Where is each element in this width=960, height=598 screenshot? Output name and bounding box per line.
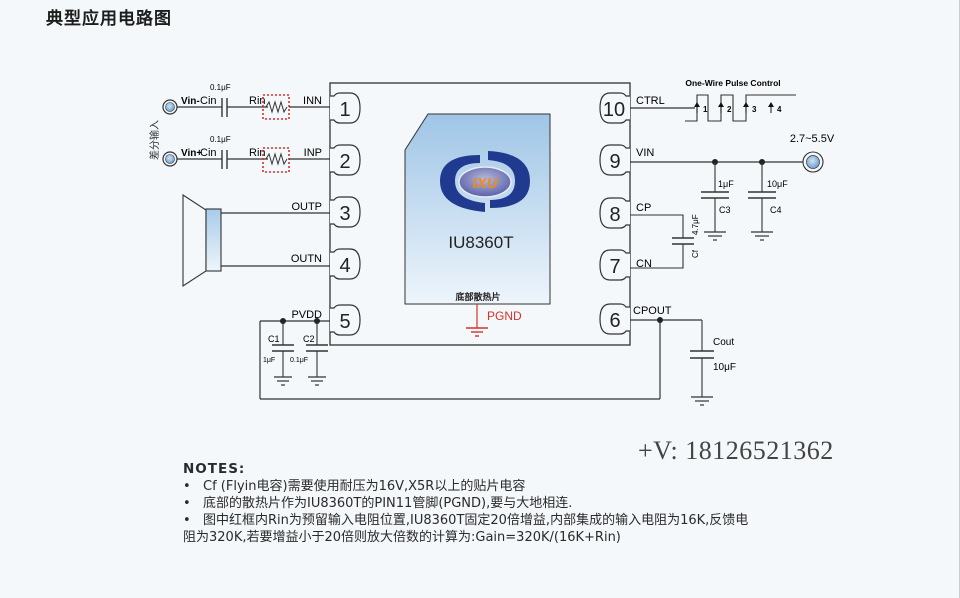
pulse-label: 2 xyxy=(727,105,732,114)
cin-value: 0.1μF xyxy=(210,135,231,144)
vin-minus-label: Vin- xyxy=(181,96,200,107)
pin-number: 6 xyxy=(609,310,620,332)
notes-section: NOTES: • Cf (Flyin电容)需要使用耐压为16V,X5R以上的贴片… xyxy=(183,461,823,546)
pin-number: 3 xyxy=(339,203,350,225)
junction-dot xyxy=(657,317,663,323)
c4-label: C4 xyxy=(770,205,782,215)
bullet-icon: • xyxy=(183,513,191,528)
pin-label-cp: CP xyxy=(636,202,651,214)
capacitor-cf xyxy=(630,214,694,269)
circuit-schematic: 1 2 3 4 5 10 9 8 7 6 INN INP OUTP OUTN P… xyxy=(148,78,835,406)
logo-text: IXU xyxy=(472,175,498,192)
pin-number: 8 xyxy=(609,204,620,226)
c1-value: 1μF xyxy=(263,357,275,364)
note-text: 底部的散热片作为IU8360T的PIN11管脚(PGND),要与大地相连. xyxy=(203,496,573,511)
c2-value: 0.1μF xyxy=(290,357,308,364)
resistor-icon xyxy=(265,152,288,166)
cin-label: Cin xyxy=(200,95,217,107)
c1-label: C1 xyxy=(268,334,280,344)
capacitor-cout xyxy=(690,320,714,406)
cf-value: 4.7μF xyxy=(691,214,700,235)
pin-number: 10 xyxy=(603,99,625,121)
capacitor-c3 xyxy=(701,162,729,241)
bullet-icon: • xyxy=(183,479,191,494)
pin-label-outp: OUTP xyxy=(291,201,322,213)
pin-number: 7 xyxy=(609,256,620,278)
ixu-logo: IXU xyxy=(440,151,530,212)
supply-jack[interactable] xyxy=(802,151,824,173)
rin-reserve-box xyxy=(262,147,290,173)
note-continuation: 阻为320K,若要增益小于20倍则放大倍数的计算为:Gain=320K/(16K… xyxy=(183,530,621,545)
pin-label-vin: VIN xyxy=(636,147,654,159)
pin-8: 8 xyxy=(599,197,630,229)
pin-number: 5 xyxy=(339,311,350,333)
c3-value: 1μF xyxy=(718,179,734,189)
capacitor-c4 xyxy=(748,162,776,241)
contact-phone: +V: 18126521362 xyxy=(638,436,834,465)
vin-plus-label: Vin+ xyxy=(181,148,202,159)
bullet-icon: • xyxy=(183,496,191,511)
cout-label: Cout xyxy=(713,337,734,348)
resistor-icon xyxy=(265,100,288,114)
c3-label: C3 xyxy=(719,205,731,215)
pin-10: 10 xyxy=(599,92,630,124)
notes-heading: NOTES: xyxy=(183,461,246,477)
note-text: 图中红框内Rin为预留输入电阻位置,IU8360T固定20倍增益,内部集成的输入… xyxy=(203,513,749,528)
note-item: • 图中红框内Rin为预留输入电阻位置,IU8360T固定20倍增益,内部集成的… xyxy=(183,512,823,529)
pin-label-inp: INP xyxy=(304,147,322,159)
cf-label: Cf xyxy=(691,249,700,258)
page-title: 典型应用电路图 xyxy=(46,9,172,29)
pulse-label: 3 xyxy=(752,105,757,114)
diff-input-label: 差分输入 xyxy=(148,120,161,160)
cin-value: 0.1μF xyxy=(210,83,231,92)
capacitor-c1 xyxy=(272,321,294,386)
input-jack-vin-minus[interactable] xyxy=(162,99,178,115)
pin-3: 3 xyxy=(330,196,361,228)
supply-voltage-label: 2.7~5.5V xyxy=(790,133,835,145)
pin-label-outn: OUTN xyxy=(291,253,322,265)
pin-number: 1 xyxy=(339,99,350,121)
input-jack-vin-plus[interactable] xyxy=(162,151,178,167)
c2-label: C2 xyxy=(303,334,315,344)
ctrl-title: One-Wire Pulse Control xyxy=(685,78,780,88)
pin-1: 1 xyxy=(330,92,361,124)
cin-label: Cin xyxy=(200,147,217,159)
heatsink-label: 底部散热片 xyxy=(455,291,500,302)
pin-number: 9 xyxy=(609,151,620,173)
pin-label-cn: CN xyxy=(636,258,652,270)
cout-value: 10μF xyxy=(713,362,736,373)
pin-7: 7 xyxy=(599,249,630,281)
pin-label-cpout: CPOUT xyxy=(633,305,672,317)
pin-number: 4 xyxy=(339,255,350,277)
pin-label-ctrl: CTRL xyxy=(636,95,665,107)
note-item: • 底部的散热片作为IU8360T的PIN11管脚(PGND),要与大地相连. xyxy=(183,495,823,512)
capacitor-c2 xyxy=(306,321,328,386)
pulse-label: 1 xyxy=(703,105,708,114)
pgnd-label: PGND xyxy=(487,309,522,323)
pin-2: 2 xyxy=(330,144,361,176)
pin-5: 5 xyxy=(330,304,361,336)
pin-4: 4 xyxy=(330,248,361,280)
rin-label: Rin xyxy=(249,147,266,159)
pin-9: 9 xyxy=(599,144,630,176)
note-text: Cf (Flyin电容)需要使用耐压为16V,X5R以上的贴片电容 xyxy=(203,479,526,494)
rin-label: Rin xyxy=(249,95,266,107)
pin-number: 2 xyxy=(339,151,350,173)
c4-value: 10μF xyxy=(767,179,788,189)
pulse-arrows xyxy=(694,102,774,113)
part-number: IU8360T xyxy=(448,233,513,252)
pgnd-ground xyxy=(466,304,488,337)
pin-label-inn: INN xyxy=(303,95,322,107)
pin-label-pvdd: PVDD xyxy=(291,309,322,321)
pulse-label: 4 xyxy=(777,105,782,114)
note-item: • Cf (Flyin电容)需要使用耐压为16V,X5R以上的贴片电容 xyxy=(183,478,823,495)
pin-6: 6 xyxy=(599,303,630,335)
speaker-icon xyxy=(182,193,222,288)
